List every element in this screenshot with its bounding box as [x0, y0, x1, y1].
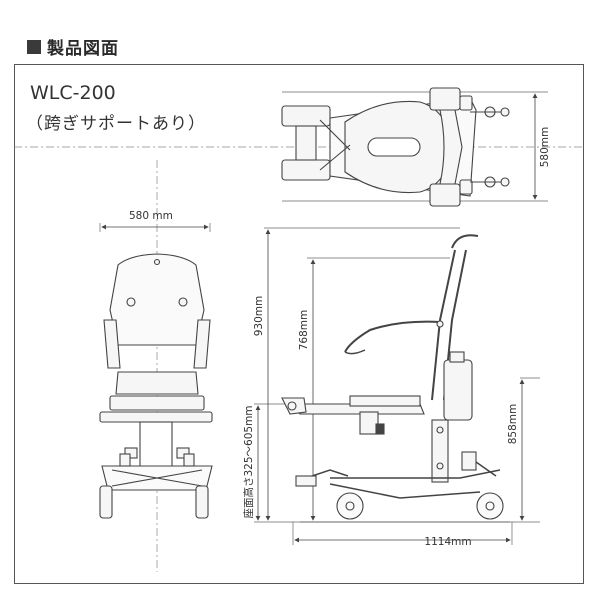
model-variant: （跨ぎサポートあり） — [26, 114, 206, 134]
model-name: WLC-200 — [30, 82, 116, 104]
dim-armrest-height: 768mm — [298, 310, 310, 351]
dim-handle-height: 858mm — [507, 404, 519, 445]
dim-overall-length: 1114mm — [424, 536, 471, 548]
dim-overall-height: 930mm — [253, 296, 265, 337]
dim-front-width: 580 mm — [129, 210, 173, 222]
dim-top-depth: 580mm — [539, 127, 551, 168]
side-view-drawing — [281, 234, 510, 523]
section-heading: 製品図面 — [27, 34, 119, 59]
section-heading-text: 製品図面 — [47, 39, 119, 59]
top-view-drawing — [281, 87, 510, 207]
drawing-frame — [14, 64, 584, 584]
dim-seat-height: 座面高さ325～605mm — [242, 405, 255, 518]
front-view-drawing — [99, 253, 213, 519]
square-bullet-icon — [27, 39, 41, 54]
